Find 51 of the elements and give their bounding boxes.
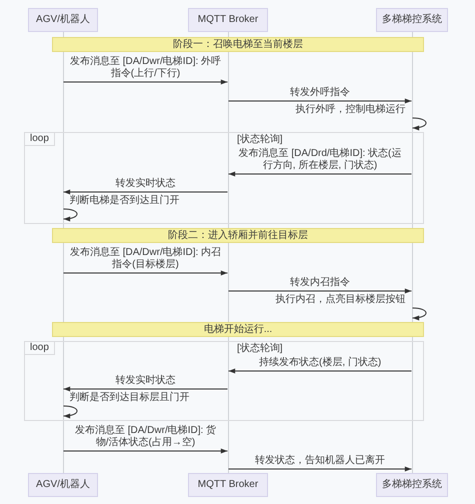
note-band (52, 322, 424, 337)
participant-name: 多梯梯控系统 (382, 14, 442, 26)
participant-box (188, 8, 268, 32)
note-band (52, 228, 424, 243)
loop-condition: [状态轮询] (237, 343, 283, 355)
message-label: 转发实时状态 (116, 375, 176, 387)
participant-name: MQTT Broker (198, 14, 258, 26)
participant-name: 多梯梯控系统 (382, 479, 442, 491)
participant-box (28, 473, 98, 497)
self-message-arrow (63, 208, 78, 222)
message-arrow (228, 288, 412, 294)
message-label: 转发外呼指令 (290, 87, 350, 99)
message-label: 执行内召，点亮目标楼层按钮 (276, 294, 406, 306)
message-arrow (228, 466, 412, 472)
message-label: 持续发布状态(楼层, 门状态) (259, 357, 382, 369)
self-message-arrow (412, 308, 426, 320)
self-message-arrow (63, 406, 78, 418)
message-label: 发布消息至 [DA/Dwr/电梯ID]: 货物/活体状态(占用→空) (74, 425, 218, 449)
note-band (52, 37, 424, 52)
message-arrow (228, 368, 412, 374)
note-text: 阶段二：进入轿厢并前往目标层 (168, 230, 308, 242)
message-arrow (63, 386, 228, 392)
message-arrow (228, 172, 412, 176)
message-label: 转发内召指令 (290, 277, 350, 289)
participant-box (188, 473, 268, 497)
participant-box (28, 8, 98, 32)
message-arrow (63, 190, 228, 194)
loop-tab: loop (25, 342, 55, 355)
participant-name: AGV/机器人 (36, 14, 90, 26)
self-message-arrow (412, 118, 426, 130)
message-arrow (228, 98, 412, 104)
participant-box (376, 8, 448, 32)
message-label: 执行外呼，控制电梯运行 (296, 104, 406, 116)
lifeline (62, 32, 64, 473)
message-label: 发布消息至 [DA/Dwr/电梯ID]: 内召指令(目标楼层) (70, 247, 222, 271)
message-arrow (63, 270, 228, 276)
message-label: 判断电梯是否到达且门开 (70, 195, 180, 207)
message-label: 转发实时状态 (116, 178, 176, 190)
message-label: 判断是否到达目标层且门开 (70, 392, 190, 404)
note-text: 电梯开始运行... (204, 324, 272, 336)
note-text: 阶段一：召唤电梯至当前楼层 (173, 38, 303, 50)
message-label: 发布消息至 [DA/Dwr/电梯ID]: 外呼指令(上行/下行) (70, 56, 222, 80)
message-arrow (63, 448, 228, 454)
message-label: 转发状态，告知机器人已离开 (255, 455, 385, 467)
message-arrow (63, 80, 228, 84)
participant-box (376, 473, 448, 497)
message-label: 发布消息至 [DA/Drd/电梯ID]: 状态(运行方向, 所在楼层, 门状态) (238, 148, 402, 172)
loop-condition: [状态轮询] (237, 134, 283, 146)
loop-tab: loop (25, 133, 55, 146)
participant-name: AGV/机器人 (36, 479, 90, 491)
participant-name: MQTT Broker (198, 479, 258, 491)
